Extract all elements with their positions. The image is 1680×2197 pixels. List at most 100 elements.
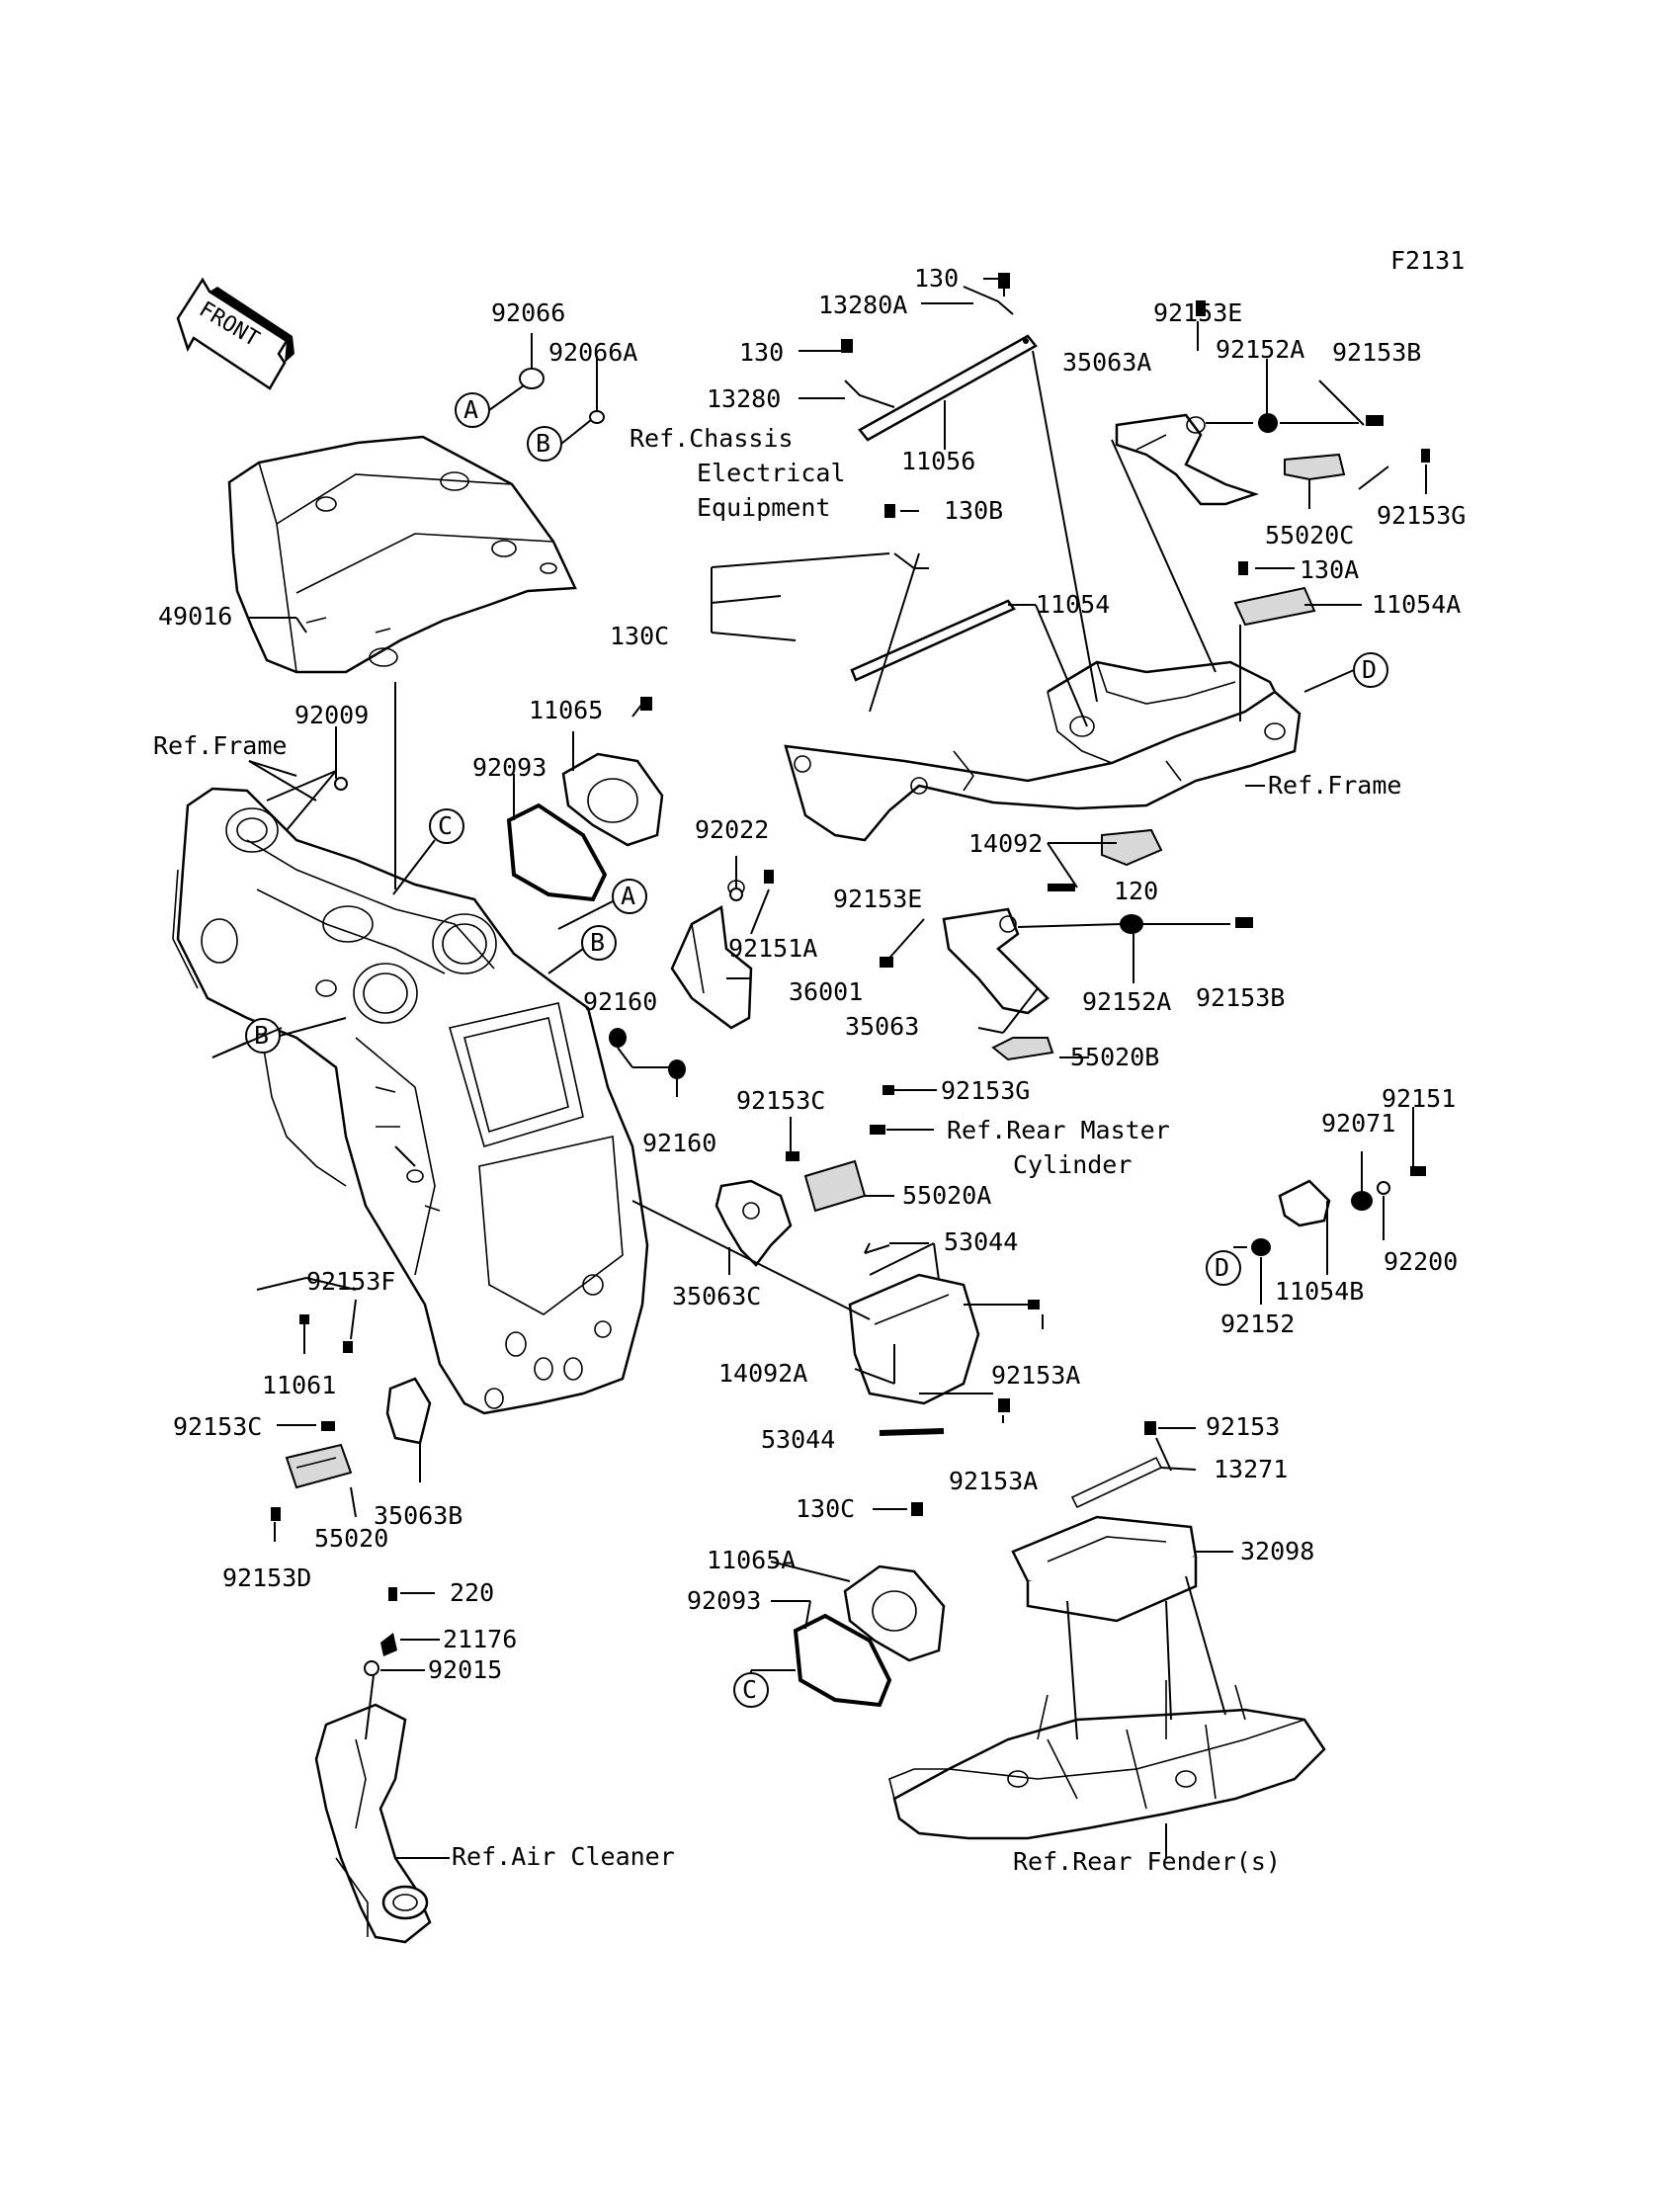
circle-ref-A-frame: A [612, 879, 647, 914]
label-92153B-top: 92153B [1332, 338, 1421, 367]
label-55020B: 55020B [1070, 1043, 1159, 1071]
ref-frame-right: Ref.Frame [1268, 771, 1401, 800]
ref-rear-fender: Ref.Rear Fender(s) [1013, 1847, 1281, 1876]
label-92093-bot: 92093 [687, 1586, 761, 1615]
label-14092A: 14092A [718, 1359, 807, 1388]
label-92153E-mid: 92153E [833, 885, 922, 913]
label-92022: 92022 [695, 815, 769, 844]
label-92153G-mid: 92153G [941, 1076, 1030, 1105]
label-21176: 21176 [443, 1625, 517, 1653]
label-13280: 13280 [707, 384, 781, 413]
svg-text:D: D [1215, 1253, 1229, 1282]
label-130-top: 130 [914, 264, 959, 293]
part-36001 [670, 870, 774, 1030]
label-92153C-left: 92153C [173, 1412, 262, 1441]
label-120: 120 [1114, 877, 1158, 905]
left-hardware [271, 1314, 432, 1521]
part-14092 [1048, 828, 1163, 891]
label-35063C: 35063C [672, 1282, 761, 1310]
label-13280A: 13280A [818, 291, 907, 319]
leader-lines [249, 278, 1427, 1859]
label-55020: 55020 [314, 1524, 388, 1553]
label-92153B-mid: 92153B [1196, 983, 1285, 1012]
label-11054A: 11054A [1372, 590, 1461, 619]
label-14092: 14092 [968, 829, 1043, 858]
label-13271: 13271 [1214, 1455, 1288, 1483]
bracket-35063A [1115, 300, 1430, 506]
label-130A: 130A [1300, 555, 1359, 584]
label-92153F: 92153F [306, 1267, 395, 1296]
gasket-92093-bottom [793, 1613, 892, 1708]
svg-text:B: B [590, 928, 605, 957]
front-arrow-icon: FRONT [176, 277, 294, 390]
label-11054: 11054 [1036, 590, 1110, 619]
label-36001: 36001 [789, 977, 863, 1006]
part-labels: 130 13280A 130 13280 11056 130B 11054 13… [158, 264, 1466, 1684]
ref-air-cleaner: Ref.Air Cleaner [452, 1842, 675, 1871]
label-92151: 92151 [1382, 1084, 1456, 1113]
ref-chassis-line3: Equipment [697, 493, 830, 522]
label-92015: 92015 [428, 1655, 502, 1684]
svg-text:A: A [463, 395, 478, 424]
label-92151A: 92151A [728, 934, 817, 963]
bracket-35063 [880, 907, 1253, 1095]
ref-frame-left: Ref.Frame [153, 731, 287, 760]
clip-130B [884, 504, 929, 569]
circle-ref-B-frame: B [581, 925, 617, 961]
circle-ref-B-top: B [527, 426, 562, 462]
label-220: 220 [450, 1578, 494, 1607]
cover-14092A [848, 1242, 1040, 1436]
air-duct-hardware [364, 1587, 397, 1676]
label-92066: 92066 [491, 298, 565, 327]
label-35063B: 35063B [374, 1501, 462, 1530]
circle-ref-D-bottom: D [1206, 1250, 1241, 1286]
label-130C-top: 130C [610, 622, 669, 650]
label-130-mid: 130 [739, 338, 784, 367]
label-49016: 49016 [158, 602, 232, 631]
cover-11065A [843, 1502, 946, 1662]
label-92009: 92009 [294, 701, 369, 729]
label-92153G-top: 92153G [1377, 501, 1466, 530]
label-92153-bot: 92153 [1206, 1412, 1280, 1441]
label-92153A-a: 92153A [991, 1361, 1080, 1390]
label-92153E-top: 92153E [1153, 298, 1242, 327]
air-duct [314, 1703, 432, 1944]
tray-32098 [1011, 1421, 1198, 1623]
label-35063: 35063 [845, 1012, 919, 1041]
ref-chassis-line1: Ref.Chassis [630, 424, 794, 453]
circle-ref-C-frame: C [429, 808, 464, 844]
label-92071: 92071 [1321, 1109, 1395, 1138]
rail-11056 [858, 334, 1038, 442]
rail-11054 [850, 599, 1016, 682]
label-11056: 11056 [901, 447, 975, 475]
svg-text:C: C [742, 1675, 757, 1704]
svg-text:B: B [254, 1021, 269, 1050]
label-11061: 11061 [262, 1371, 336, 1399]
label-92152A-top: 92152A [1216, 335, 1304, 364]
bracket-11054A [1233, 561, 1316, 627]
ref-chassis-line2: Electrical [697, 459, 846, 487]
label-92160-a: 92160 [583, 987, 657, 1016]
reference-labels: Ref.Chassis Electrical Equipment Ref.Fra… [153, 424, 1401, 1876]
label-92152: 92152 [1220, 1310, 1295, 1338]
label-92152A-mid: 92152A [1082, 987, 1171, 1016]
label-55020C: 55020C [1265, 521, 1354, 549]
label-32098: 32098 [1240, 1537, 1314, 1565]
label-92153C-mid: 92153C [736, 1086, 825, 1115]
label-11065A: 11065A [707, 1546, 796, 1574]
svg-text:C: C [438, 811, 453, 840]
svg-text:D: D [1362, 655, 1377, 684]
engine-cover-49016 [227, 435, 577, 674]
gasket-92093-top [506, 803, 608, 902]
bracket-35063C [714, 1125, 885, 1267]
bracket-11054B [1251, 1166, 1426, 1256]
figure-code: F2131 [1390, 246, 1465, 275]
label-35063A: 35063A [1062, 348, 1151, 377]
circle-ref-C-bottom: C [733, 1672, 769, 1708]
circle-ref-D-right: D [1353, 652, 1388, 688]
label-11054B: 11054B [1275, 1277, 1364, 1306]
label-53044-top: 53044 [944, 1227, 1018, 1256]
label-92093-top: 92093 [472, 753, 546, 782]
main-frame [172, 787, 649, 1415]
